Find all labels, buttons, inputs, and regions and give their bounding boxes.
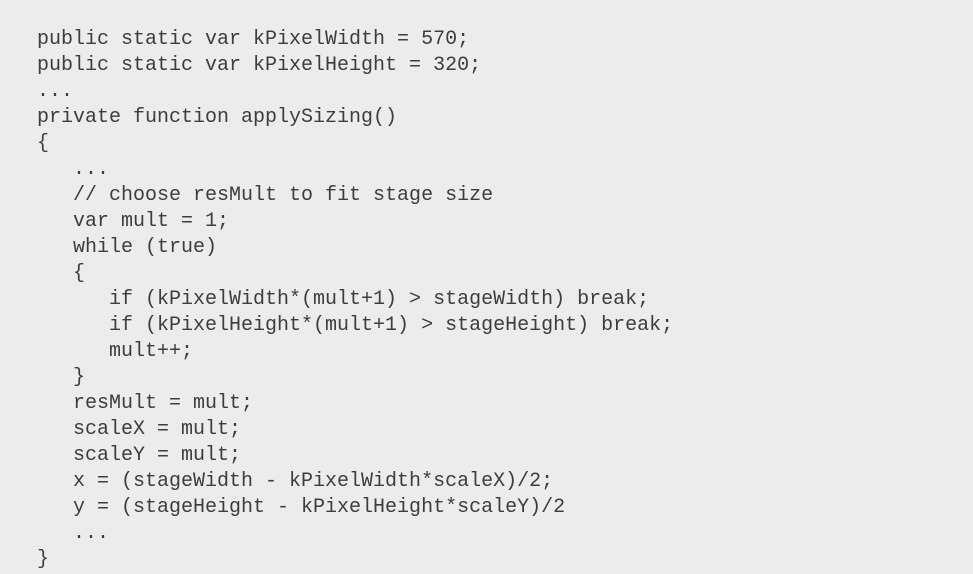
- code-line: if (kPixelHeight*(mult+1) > stageHeight)…: [37, 314, 674, 337]
- code-line: while (true): [37, 236, 218, 259]
- code-line: {: [37, 132, 50, 155]
- code-line: }: [37, 548, 50, 571]
- code-line: resMult = mult;: [37, 392, 254, 415]
- code-line: // choose resMult to fit stage size: [37, 184, 494, 207]
- code-line: ...: [37, 80, 74, 103]
- code-line: x = (stageWidth - kPixelWidth*scaleX)/2;: [37, 470, 554, 493]
- code-line: scaleY = mult;: [37, 444, 242, 467]
- code-line: if (kPixelWidth*(mult+1) > stageWidth) b…: [37, 288, 650, 311]
- code-line: public static var kPixelHeight = 320;: [37, 54, 482, 77]
- code-line: var mult = 1;: [37, 210, 230, 233]
- code-line: {: [37, 262, 86, 285]
- code-line: mult++;: [37, 340, 194, 363]
- code-line: y = (stageHeight - kPixelHeight*scaleY)/…: [37, 496, 566, 519]
- code-line: public static var kPixelWidth = 570;: [37, 28, 470, 51]
- code-line: scaleX = mult;: [37, 418, 242, 441]
- code-line: ...: [37, 158, 110, 181]
- code-line: private function applySizing(): [37, 106, 398, 129]
- code-line: ...: [37, 522, 110, 545]
- code-line: }: [37, 366, 86, 389]
